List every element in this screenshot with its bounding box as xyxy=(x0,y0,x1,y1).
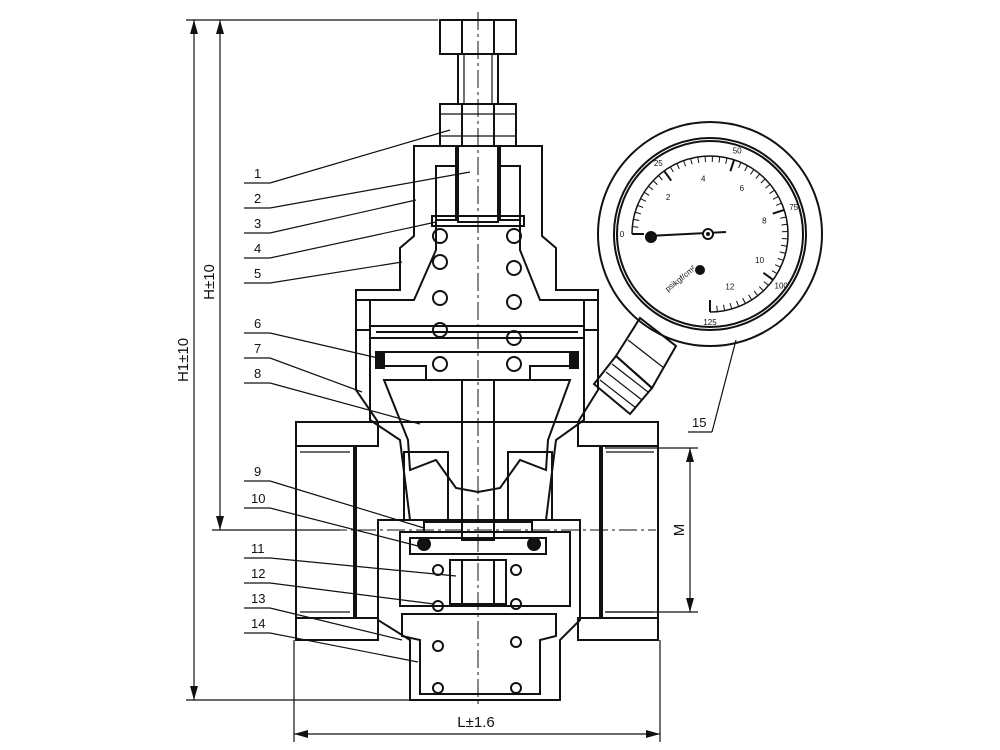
gauge-tick xyxy=(658,175,663,181)
dimension-lines xyxy=(186,19,698,742)
gauge-outer-number: 100 xyxy=(775,282,789,291)
leader-lines xyxy=(244,129,737,663)
lower-spring-coils xyxy=(432,564,522,694)
bonnet xyxy=(355,145,599,331)
gauge-tick xyxy=(738,162,742,169)
gauge-tick xyxy=(697,156,700,163)
gauge-tick xyxy=(725,157,728,164)
callout-1: 1 xyxy=(254,166,261,181)
gauge-tick xyxy=(648,185,654,191)
gauge-tick xyxy=(762,271,774,281)
gauge-outer-number: 0 xyxy=(620,230,625,239)
gauge-unit-a: kgf/cm² xyxy=(672,264,698,288)
callout-11: 11 xyxy=(251,541,265,556)
dim-l-label: L±1.6 xyxy=(457,714,494,731)
gauge-inner-number: 6 xyxy=(740,184,745,193)
gauge-tick xyxy=(771,270,778,275)
gauge-tick xyxy=(781,244,788,247)
gauge-tick xyxy=(777,257,784,261)
gauge-tick xyxy=(663,170,673,182)
callout-3: 3 xyxy=(254,216,261,231)
callout-9: 9 xyxy=(254,464,261,479)
callout-2: 2 xyxy=(254,191,261,206)
lower-stem-nut xyxy=(449,379,507,605)
gauge-tick xyxy=(758,286,764,292)
gauge-tick xyxy=(643,191,650,196)
callout-12: 12 xyxy=(251,566,265,581)
dim-h1-label: H1±10 xyxy=(175,338,192,382)
gauge-tick xyxy=(742,297,746,304)
gauge-tick xyxy=(755,173,761,179)
gauge-inner-number: 2 xyxy=(666,193,671,202)
gauge-tick xyxy=(775,202,782,206)
valve-body xyxy=(295,299,659,701)
gauge-tick xyxy=(637,204,644,208)
gauge-tick xyxy=(633,218,640,221)
diaphragm-assembly xyxy=(369,325,585,381)
callout-7: 7 xyxy=(254,341,261,356)
gauge-inner-number: 12 xyxy=(725,282,734,291)
adjusting-screw xyxy=(439,19,517,147)
callout-5: 5 xyxy=(254,266,261,281)
callout-6: 6 xyxy=(254,316,261,331)
gauge-tick xyxy=(669,166,674,173)
gauge-tick xyxy=(683,160,687,167)
gauge-tick xyxy=(634,211,641,215)
valve-stem xyxy=(457,145,499,223)
dim-m-label: M xyxy=(671,524,688,537)
callout-15: 15 xyxy=(692,415,706,430)
callout-4: 4 xyxy=(254,241,261,256)
dim-h-label: H±10 xyxy=(201,264,218,300)
gauge-tick xyxy=(779,251,786,254)
gauge-tick xyxy=(632,226,639,228)
gauge-tick xyxy=(765,183,771,189)
gauge-tick xyxy=(729,159,736,172)
gauge-outer-number: 75 xyxy=(789,203,798,212)
gauge-inner-number: 4 xyxy=(701,174,706,183)
gauge-tick xyxy=(744,165,749,172)
callout-8: 8 xyxy=(254,366,261,381)
gauge-fitting xyxy=(592,316,678,416)
gauge-outer-number: 50 xyxy=(733,146,742,155)
valve-seat xyxy=(409,521,547,555)
gauge-tick xyxy=(763,281,769,286)
gauge-tick xyxy=(640,198,647,202)
callout-labels: 1 2 3 4 5 6 7 8 9 10 11 12 13 14 15 xyxy=(251,166,706,631)
gauge-tick xyxy=(736,300,740,307)
gauge-tick xyxy=(716,305,718,312)
callout-14: 14 xyxy=(251,616,265,631)
gauge-outer-number: 25 xyxy=(654,159,663,168)
callout-13: 13 xyxy=(251,591,265,606)
gauge-tick xyxy=(781,223,788,226)
gauge-tick xyxy=(718,156,721,163)
gauge-tick xyxy=(760,178,766,184)
gauge-tick xyxy=(774,264,781,268)
center-lines xyxy=(300,12,656,705)
gauge-tick xyxy=(723,304,726,311)
callout-10: 10 xyxy=(251,491,265,506)
gauge-tick xyxy=(750,169,755,175)
gauge-tick xyxy=(748,294,753,301)
gauge-tick xyxy=(772,195,779,200)
gauge-tick xyxy=(652,180,658,186)
gauge-tick xyxy=(676,163,680,170)
gauge-inner-number: 10 xyxy=(755,256,764,265)
gauge-outer-number: 125 xyxy=(703,318,717,327)
gauge-tick xyxy=(753,290,759,296)
gauge-tick xyxy=(769,189,775,194)
gauge-tick xyxy=(729,303,733,310)
gauge-inner-number: 8 xyxy=(762,217,767,226)
spring-coils xyxy=(432,228,522,372)
gauge-tick xyxy=(780,216,787,219)
gauge-tick xyxy=(690,158,693,165)
gauge-tick xyxy=(772,208,785,215)
